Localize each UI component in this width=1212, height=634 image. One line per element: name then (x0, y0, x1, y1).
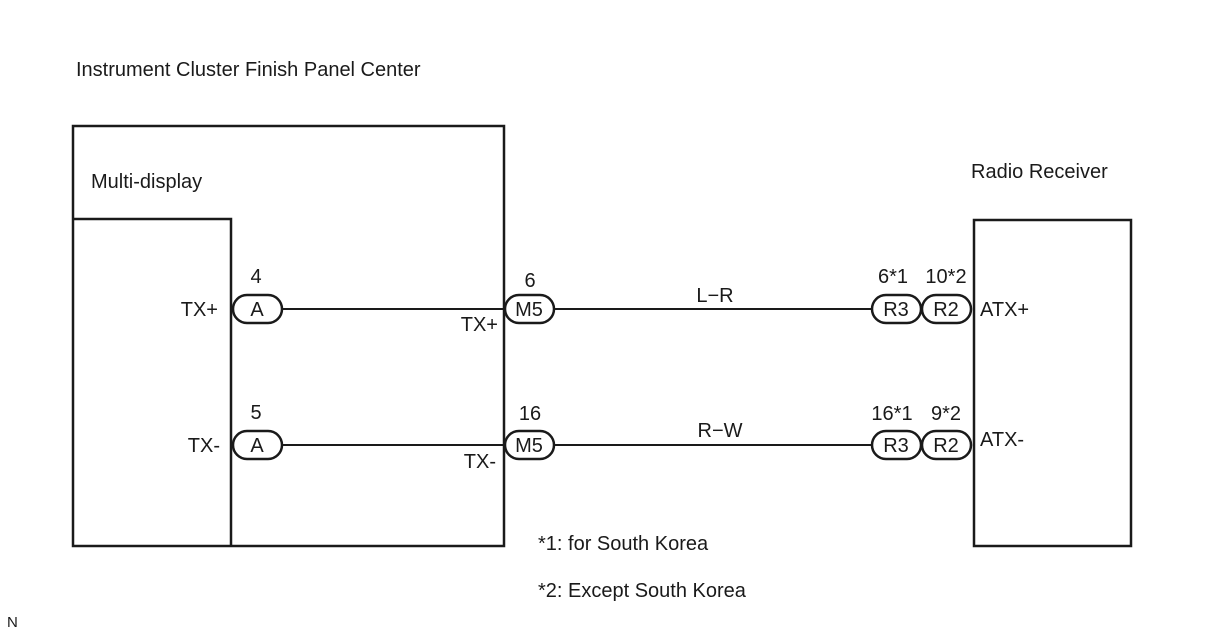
note-south-korea: *1: for South Korea (538, 533, 709, 555)
radio-terminal-atx-minus: ATX- (980, 429, 1024, 451)
radio-terminal-atx-plus: ATX+ (980, 299, 1029, 321)
connector-m5-lower-label: M5 (515, 435, 543, 457)
connector-r2-lower-shape (920, 429, 973, 461)
connector-m5-pin-upper: 6 (524, 270, 535, 292)
connector-r2-upper-label: R2 (933, 299, 959, 321)
connector-r3-pin-upper: 6*1 (878, 266, 908, 288)
wire-color-upper: L−R (696, 285, 733, 307)
connector-r2-pin-upper: 10*2 (925, 266, 966, 288)
connector-r2-pin-lower: 9*2 (931, 403, 961, 425)
connector-m5-upper-label: M5 (515, 299, 543, 321)
connector-m5-lower-shape (503, 429, 556, 461)
connector-r3-pin-lower: 16*1 (871, 403, 912, 425)
wire-color-lower: R−W (698, 420, 743, 442)
md-terminal-tx-minus: TX- (188, 435, 220, 457)
connector-m5-pin-lower: 16 (519, 403, 541, 425)
panel-outline (71, 124, 506, 548)
multi-display-outline (73, 217, 233, 546)
connector-m5-upper-shape (503, 293, 556, 325)
connector-r3-upper-label: R3 (883, 299, 909, 321)
connector-a-pin-lower: 5 (250, 402, 261, 424)
connector-r3-lower-label: R3 (883, 435, 909, 457)
panel-title: Instrument Cluster Finish Panel Center (76, 59, 421, 81)
radio-receiver-outline (972, 218, 1133, 548)
connector-a-lower-label: A (250, 435, 264, 457)
corner-mark: N (7, 614, 18, 631)
connector-a-upper-shape (231, 293, 284, 325)
connector-a-upper-label: A (250, 299, 264, 321)
panel-terminal-tx-plus: TX+ (461, 314, 498, 336)
connector-a-lower-shape (231, 429, 284, 461)
panel-terminal-tx-minus: TX- (464, 451, 496, 473)
note-except-south-korea: *2: Except South Korea (538, 580, 747, 602)
multi-display-label: Multi-display (91, 171, 202, 193)
radio-receiver-label: Radio Receiver (971, 161, 1108, 183)
connector-r2-upper-shape (920, 293, 973, 325)
connector-r2-lower-label: R2 (933, 435, 959, 457)
connector-a-pin-upper: 4 (250, 266, 261, 288)
md-terminal-tx-plus: TX+ (181, 299, 218, 321)
